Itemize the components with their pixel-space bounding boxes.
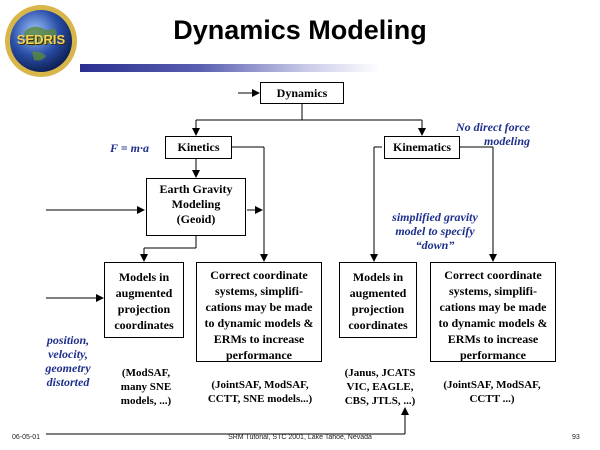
- dynamics-label: Dynamics: [276, 86, 328, 100]
- footer-page-number: 93: [572, 434, 580, 441]
- kinetics-label: Kinetics: [177, 140, 220, 154]
- models-right-box: Models in augmented projection coordinat…: [339, 262, 417, 338]
- models-right-label: Models in augmented projection coordinat…: [348, 270, 408, 332]
- kinematics-box: Kinematics: [384, 136, 460, 159]
- page-title: Dynamics Modeling: [173, 15, 427, 45]
- formula-note: F = m·a: [110, 141, 149, 155]
- sedris-logo: SEDRIS: [2, 2, 80, 80]
- globe-logo-icon: [5, 5, 77, 77]
- jointsaf-right-label: (JointSAF, ModSAF, CCTT ...): [443, 379, 541, 405]
- simplified-gravity-note: simplified gravity model to specify “dow…: [392, 210, 478, 252]
- models-left-label: Models in augmented projection coordinat…: [114, 270, 174, 332]
- correct-right-box: Correct coordinate systems, simplifi-cat…: [430, 262, 556, 362]
- jointsaf-left-label: (JointSAF, ModSAF, CCTT, SNE models...): [207, 379, 313, 405]
- footer-center: SRM Tutorial, STC 2001, Lake Tahoe, Neva…: [228, 434, 372, 441]
- models-left-box: Models in augmented projection coordinat…: [104, 262, 184, 338]
- dynamics-box: Dynamics: [260, 82, 344, 104]
- kinematics-label: Kinematics: [393, 140, 451, 154]
- title-underline-bar: [80, 64, 380, 72]
- logo-text: SEDRIS: [16, 32, 66, 47]
- modsaf-label: (ModSAF, many SNE models, ...): [120, 367, 172, 407]
- correct-left-box: Correct coordinate systems, simplifi-cat…: [196, 262, 322, 362]
- position-distorted-note: position, velocity, geometry distorted: [45, 333, 91, 389]
- footer-date: 06-05-01: [12, 434, 41, 441]
- correct-right-label: Correct coordinate systems, simplifi-cat…: [438, 268, 548, 362]
- correct-left-label: Correct coordinate systems, simplifi-cat…: [204, 268, 314, 362]
- janus-label: (Janus, JCATS VIC, EAGLE, CBS, JTLS, ...…: [344, 367, 416, 407]
- earth-gravity-label: Earth Gravity Modeling (Geoid): [159, 182, 233, 226]
- kinetics-box: Kinetics: [165, 136, 232, 159]
- earth-gravity-box: Earth Gravity Modeling (Geoid): [146, 178, 246, 236]
- no-direct-force-note: No direct force modeling: [456, 120, 530, 148]
